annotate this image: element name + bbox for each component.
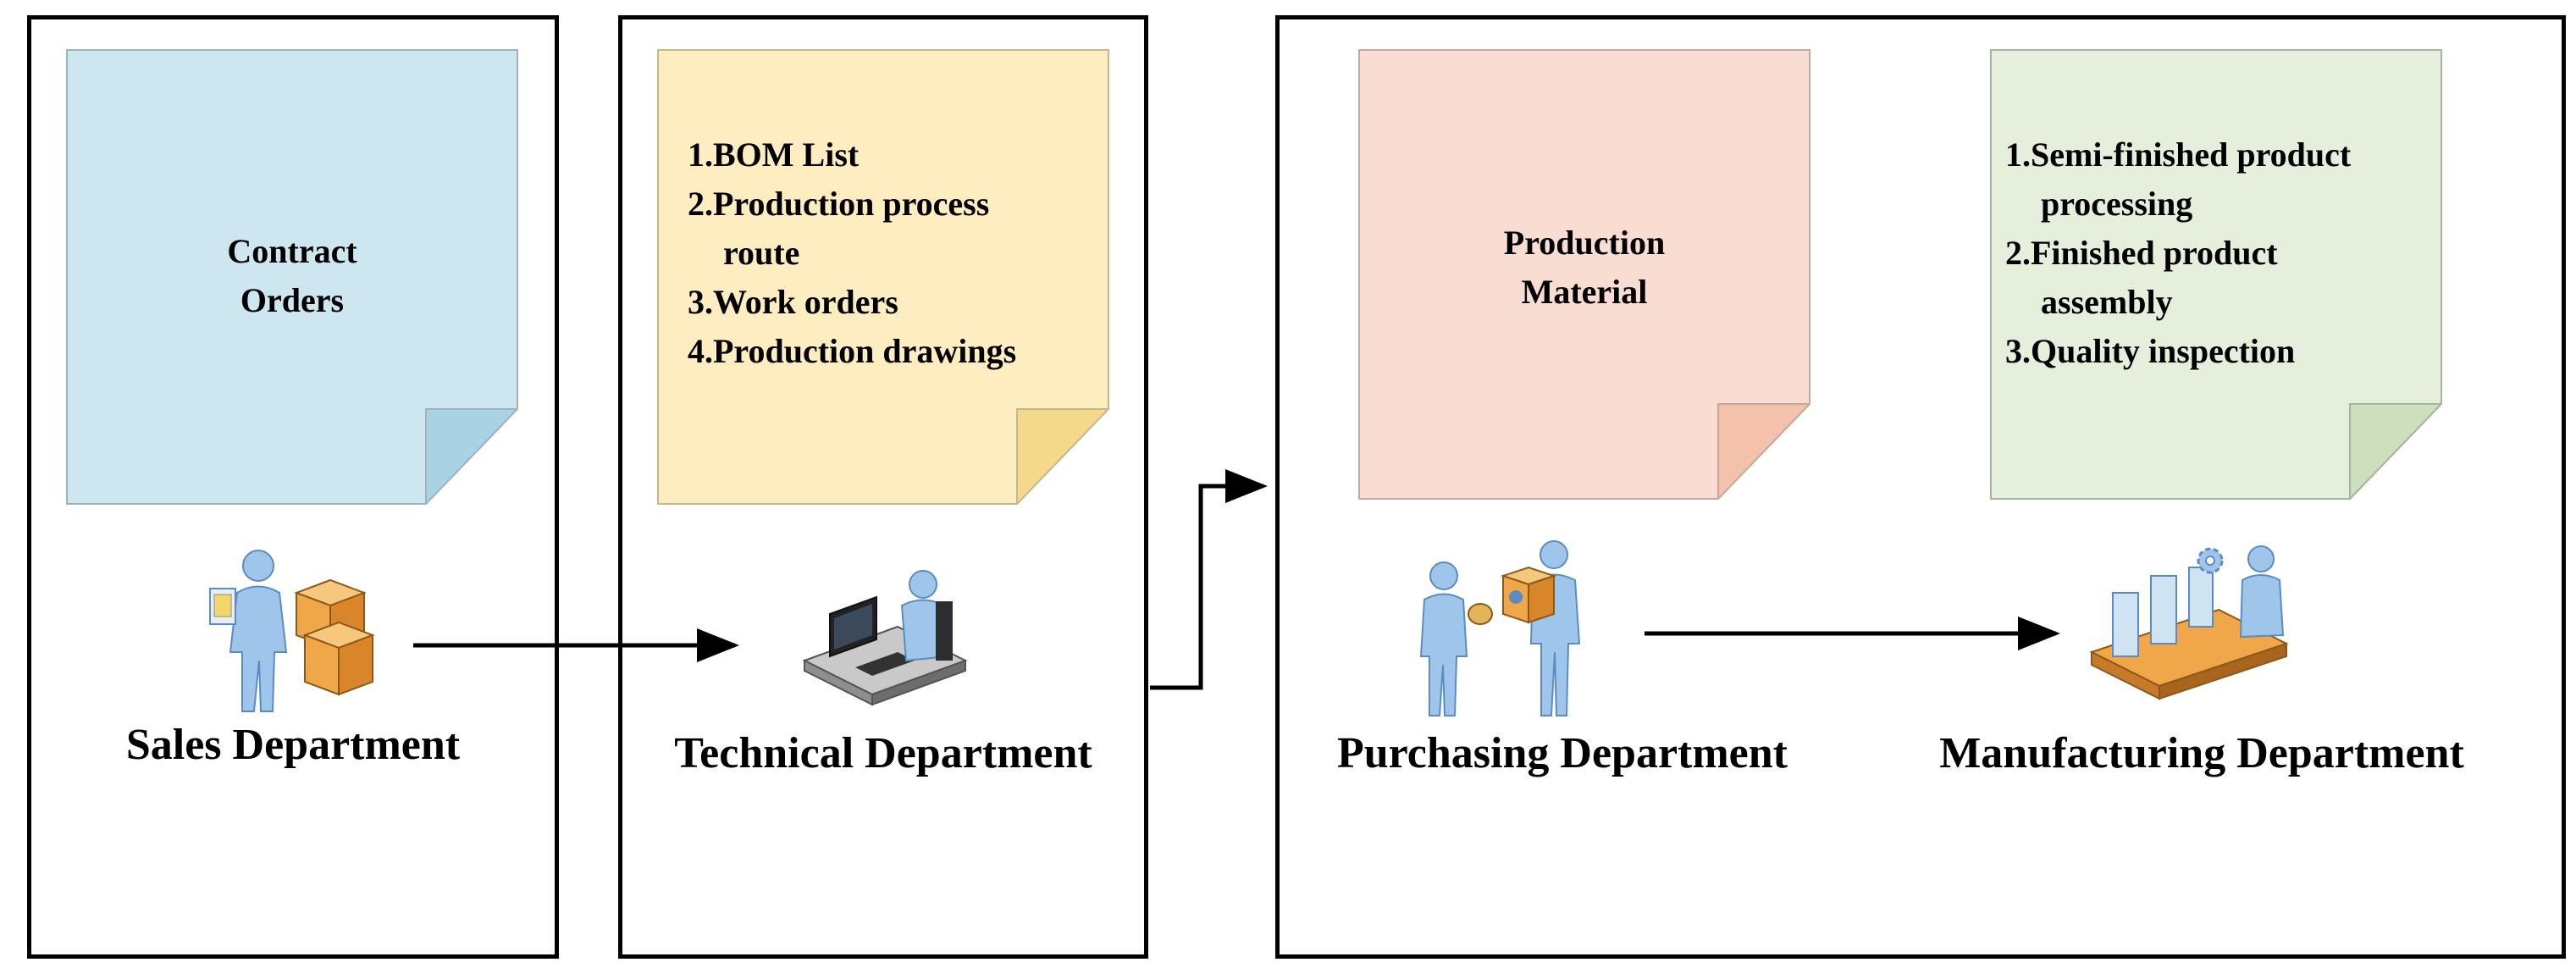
technical-department-label: Technical Department — [674, 729, 1092, 777]
note-line: Material — [1521, 273, 1648, 311]
note-line: 1.Semi-finished product — [2005, 136, 2352, 174]
note-line: processing — [2041, 185, 2193, 223]
note-line: 1.BOM List — [688, 136, 860, 174]
manufacturing-department-label: Manufacturing Department — [1939, 729, 2464, 777]
technical-documents-note: 1.BOM List 2.Production process route 3.… — [657, 49, 1109, 505]
note-line: 2.Production process — [688, 185, 990, 223]
engineer-at-computer-icon — [802, 570, 968, 706]
buyer-exchanging-goods-icon — [1419, 540, 1581, 716]
salesperson-with-boxes-icon — [209, 550, 375, 712]
manufacturing-tasks-note: 1.Semi-finished product processing 2.Fin… — [1990, 49, 2442, 500]
note-line: 4.Production drawings — [688, 332, 1017, 370]
sales-department-label: Sales Department — [125, 721, 461, 769]
note-line: 2.Finished product — [2005, 234, 2278, 272]
technical-to-purchasing-arrow — [1150, 469, 1268, 690]
note-line: Contract — [227, 232, 357, 270]
note-line: 3.Work orders — [688, 283, 898, 321]
note-line: Production — [1503, 224, 1666, 262]
note-line: assembly — [2041, 283, 2173, 321]
note-line: 3.Quality inspection — [2005, 332, 2296, 370]
production-material-note: Production Material — [1358, 49, 1810, 500]
note-line: route — [723, 234, 800, 272]
purchasing-department-label: Purchasing Department — [1336, 729, 1788, 777]
note-line: Orders — [240, 281, 345, 319]
production-line-worker-icon — [2089, 545, 2289, 700]
contract-orders-note: Contract Orders — [66, 49, 518, 505]
